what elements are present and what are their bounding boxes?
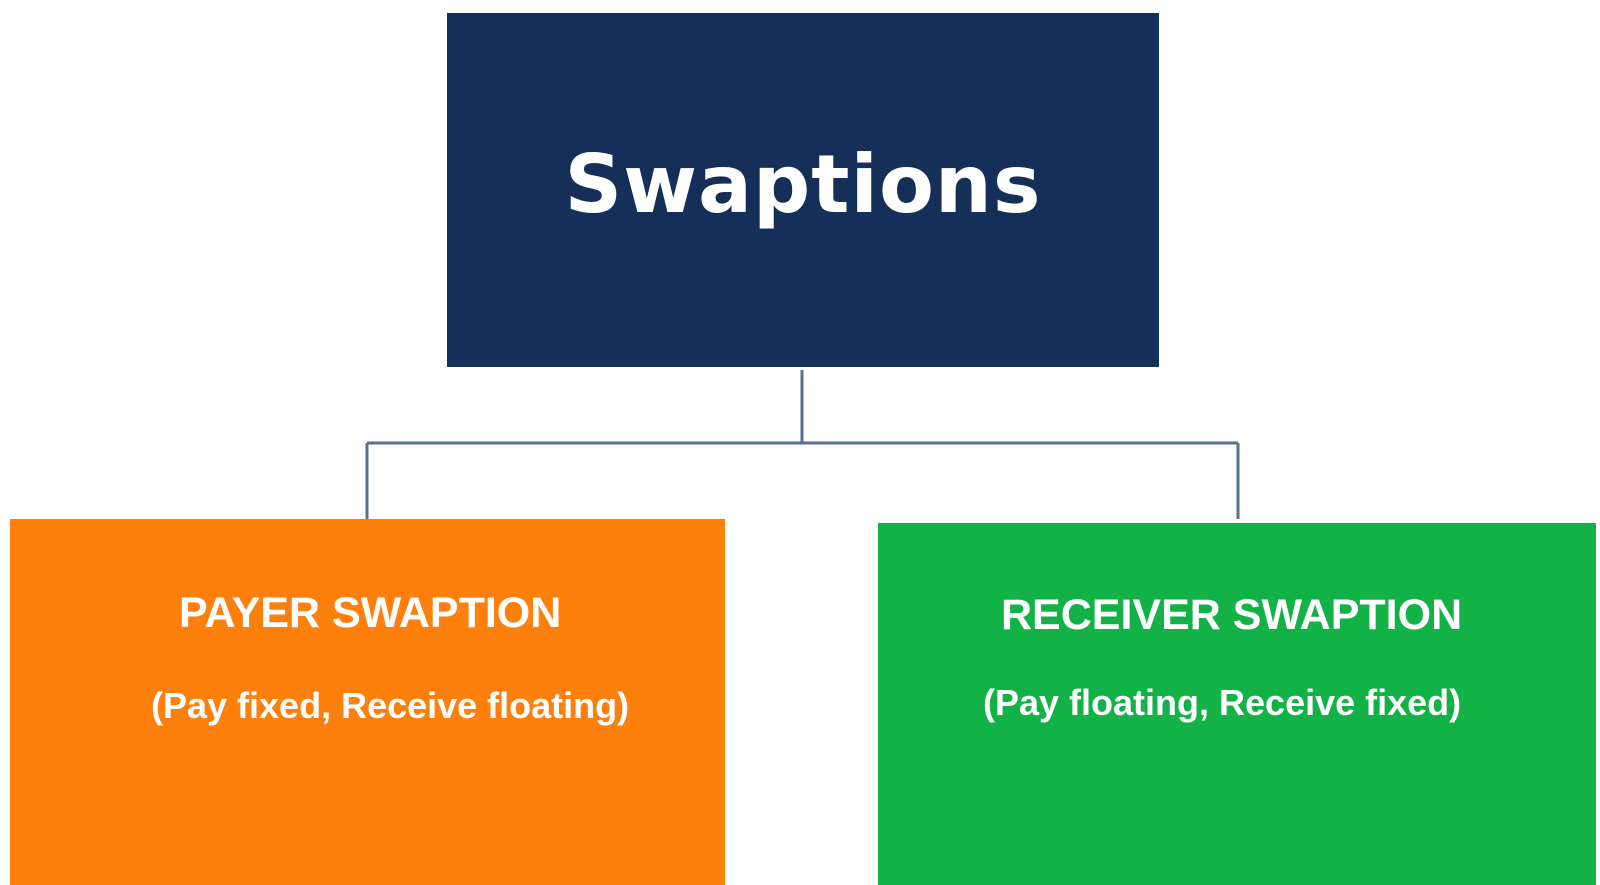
root-node-title: Swaptions	[564, 137, 1042, 231]
child-node-payer-swaption: PAYER SWAPTION (Pay fixed, Receive float…	[10, 519, 725, 885]
payer-swaption-subtitle: (Pay fixed, Receive floating)	[151, 685, 630, 726]
child-node-receiver-swaption: RECEIVER SWAPTION (Pay floating, Receive…	[878, 523, 1596, 885]
root-node-swaptions: Swaptions	[447, 13, 1159, 367]
receiver-swaption-subtitle: (Pay floating, Receive fixed)	[983, 682, 1462, 723]
payer-swaption-title: PAYER SWAPTION	[179, 589, 562, 637]
receiver-swaption-title: RECEIVER SWAPTION	[1001, 591, 1463, 639]
